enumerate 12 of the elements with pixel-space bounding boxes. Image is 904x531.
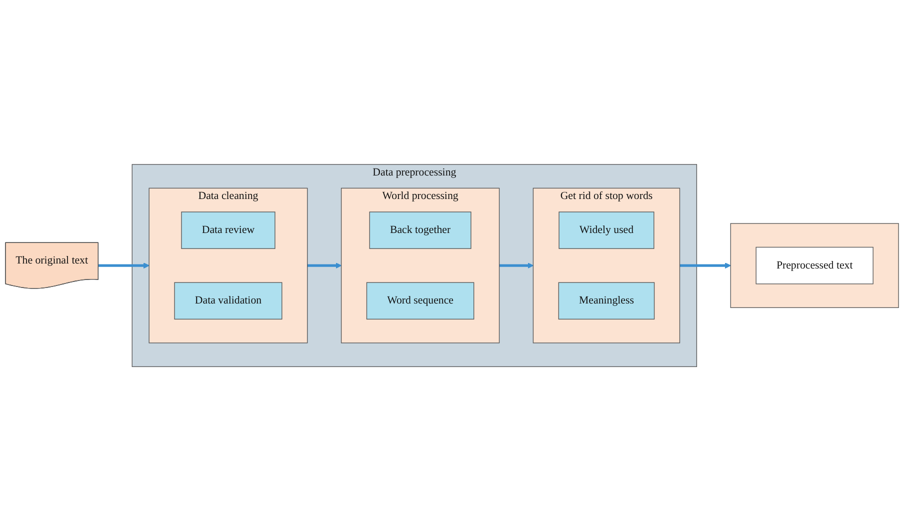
arrow — [98, 262, 150, 268]
node-box: Meaningless — [558, 282, 655, 320]
arrow — [499, 262, 534, 268]
node-box: Word sequence — [366, 282, 474, 320]
node-box: Widely used — [558, 212, 654, 249]
arrow — [307, 262, 342, 268]
node-box: Preprocessed text — [756, 246, 874, 284]
node-box: Data validation — [174, 282, 282, 320]
cluster — [730, 223, 899, 308]
node-box: Data review — [181, 212, 276, 249]
node-box: Back together — [369, 212, 472, 249]
arrow — [680, 262, 731, 268]
